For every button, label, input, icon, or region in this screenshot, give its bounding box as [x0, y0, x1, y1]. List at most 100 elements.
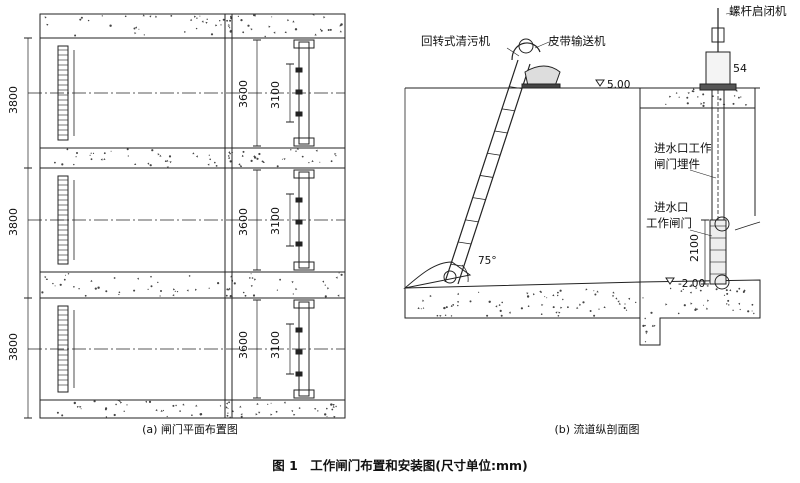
aggregate-mark [46, 23, 49, 26]
aggregate-dot [209, 158, 211, 161]
aggregate-mark [417, 307, 420, 310]
aggregate-dot [733, 95, 736, 97]
aggregate-dot [240, 19, 243, 22]
aggregate-dot [715, 288, 718, 291]
aggregate-dot [329, 28, 332, 31]
aggregate-dot [330, 403, 333, 406]
aggregate-mark [79, 405, 82, 409]
aggregate-dot [645, 333, 647, 335]
label-screw-hoist: 螺杆启闭机 [729, 4, 787, 18]
aggregate-mark [227, 25, 230, 28]
aggregate-mark [225, 402, 229, 405]
gate-wheel [295, 197, 303, 203]
aggregate-mark [450, 304, 453, 307]
aggregate-dot [298, 407, 301, 409]
aggregate-mark [160, 409, 163, 412]
figure-title: 图 1 工作闸门布置和安装图(尺寸单位:mm) [272, 458, 528, 473]
aggregate-dot [219, 405, 222, 407]
aggregate-dot [229, 416, 231, 418]
aggregate-dot [123, 410, 125, 412]
aggregate-mark [239, 165, 242, 168]
aggregate-mark [314, 408, 317, 411]
aggregate-dot [92, 152, 95, 154]
aggregate-dot [642, 324, 645, 327]
aggregate-dot [686, 102, 689, 105]
aggregate-dot [220, 24, 222, 26]
aggregate-dot [61, 414, 64, 417]
aggregate-dot [589, 310, 592, 312]
aggregate-dot [727, 299, 730, 302]
aggregate-dot [67, 273, 70, 275]
gate-wheel [295, 111, 303, 117]
aggregate-dot [728, 304, 730, 306]
leader-cleaner [506, 47, 520, 57]
aggregate-mark [255, 413, 258, 416]
aggregate-dot [219, 20, 221, 22]
aggregate-dot [196, 17, 198, 19]
aggregate-mark [334, 152, 337, 156]
aggregate-dot [230, 15, 232, 18]
cleaner-tooth [465, 219, 479, 223]
aggregate-dot [226, 19, 229, 22]
aggregate-dot [147, 288, 149, 290]
aggregate-dot [290, 149, 292, 151]
aggregate-dot [229, 160, 232, 163]
aggregate-dot [271, 16, 273, 18]
aggregate-mark [735, 89, 738, 92]
aggregate-mark [743, 289, 746, 292]
pier-concrete [54, 147, 337, 169]
cleaner-rail-outer [444, 59, 519, 283]
aggregate-mark [668, 95, 672, 98]
aggregate-dot [90, 158, 93, 161]
aggregate-dot [74, 34, 77, 37]
aggregate-dot [97, 286, 100, 289]
aggregate-mark [705, 307, 709, 310]
aggregate-mark [284, 31, 287, 34]
aggregate-dot [175, 404, 177, 407]
aggregate-dot [327, 29, 330, 31]
aggregate-dot [582, 301, 585, 304]
aggregate-mark [578, 303, 582, 306]
aggregate-dot [675, 92, 678, 94]
aggregate-mark [558, 311, 561, 314]
aggregate-mark [456, 301, 460, 304]
aggregate-mark [314, 33, 317, 36]
aggregate-mark [227, 156, 231, 159]
gate-chamber-base [639, 279, 761, 346]
aggregate-dot [295, 150, 297, 152]
aggregate-dot [73, 163, 75, 166]
aggregate-dot [151, 149, 154, 152]
aggregate-dot [115, 403, 117, 406]
cleaner-tooth [472, 197, 486, 201]
aggregate-mark [612, 295, 615, 298]
aggregate-mark [159, 154, 162, 157]
label-angle-75: 75° [478, 255, 497, 267]
dim-3600-2: 3600 [237, 208, 250, 236]
aggregate-dot [228, 289, 230, 291]
aggregate-dot [650, 311, 653, 314]
aggregate-dot [103, 152, 106, 155]
aggregate-dot [54, 161, 56, 164]
aggregate-dot [736, 290, 739, 293]
label-embedded-line1: 进水口工作 [654, 141, 712, 155]
aggregate-dot [753, 312, 755, 315]
aggregate-dot [217, 282, 220, 285]
aggregate-dot [331, 408, 334, 411]
cleaner-bottom-wheel [443, 270, 457, 284]
aggregate-dot [501, 301, 504, 304]
aggregate-dot [157, 281, 159, 284]
pier-band [39, 13, 346, 39]
slot-concrete [227, 151, 234, 163]
aggregate-mark [149, 15, 152, 18]
aggregate-dot [206, 18, 208, 20]
pier-band [39, 399, 346, 419]
aggregate-dot [227, 155, 230, 157]
aggregate-dot [93, 400, 96, 403]
aggregate-dot [166, 415, 168, 418]
aggregate-dot [150, 275, 152, 278]
aggregate-dot [240, 415, 243, 418]
aggregate-dot [732, 102, 735, 105]
aggregate-dot [665, 103, 667, 105]
aggregate-mark [296, 147, 299, 150]
gate-detail-circle-bottom [714, 274, 730, 290]
